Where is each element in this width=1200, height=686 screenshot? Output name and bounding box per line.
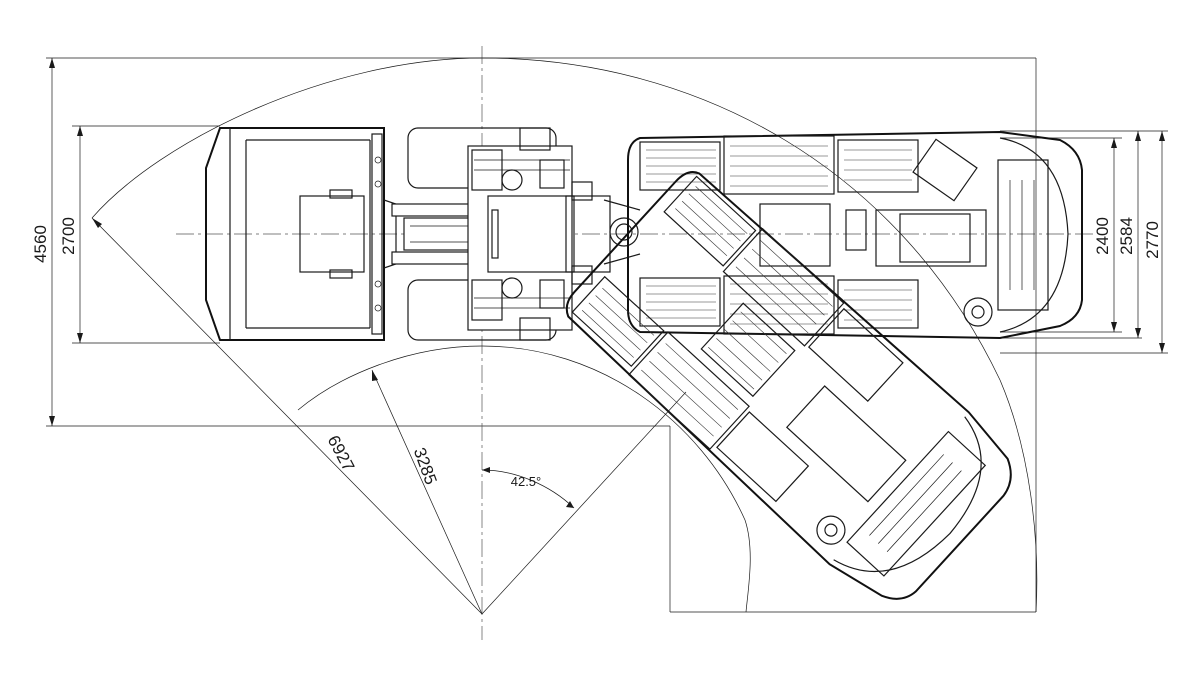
dimension-lines — [49, 58, 1165, 426]
articulation-joint — [603, 199, 641, 265]
dim-track-outer: 2770 — [1143, 221, 1162, 259]
envelope-lines — [46, 57, 1168, 613]
turning-arcs — [91, 57, 1038, 615]
dim-bucket-width: 2700 — [59, 217, 78, 255]
dim-max-radius: 6927 — [324, 432, 359, 474]
front-chassis — [467, 127, 611, 341]
dim-overall-width: 4560 — [31, 225, 50, 263]
bucket — [205, 127, 397, 341]
dim-track-mid: 2584 — [1117, 217, 1136, 255]
dim-articulation-angle: 42.5° — [511, 474, 542, 489]
centerlines — [176, 46, 1095, 640]
rear-chassis-articulated — [565, 171, 1012, 600]
dim-track-inner: 2400 — [1093, 217, 1112, 255]
dim-min-radius: 3285 — [410, 445, 441, 487]
rear-chassis-straight — [627, 130, 1083, 340]
